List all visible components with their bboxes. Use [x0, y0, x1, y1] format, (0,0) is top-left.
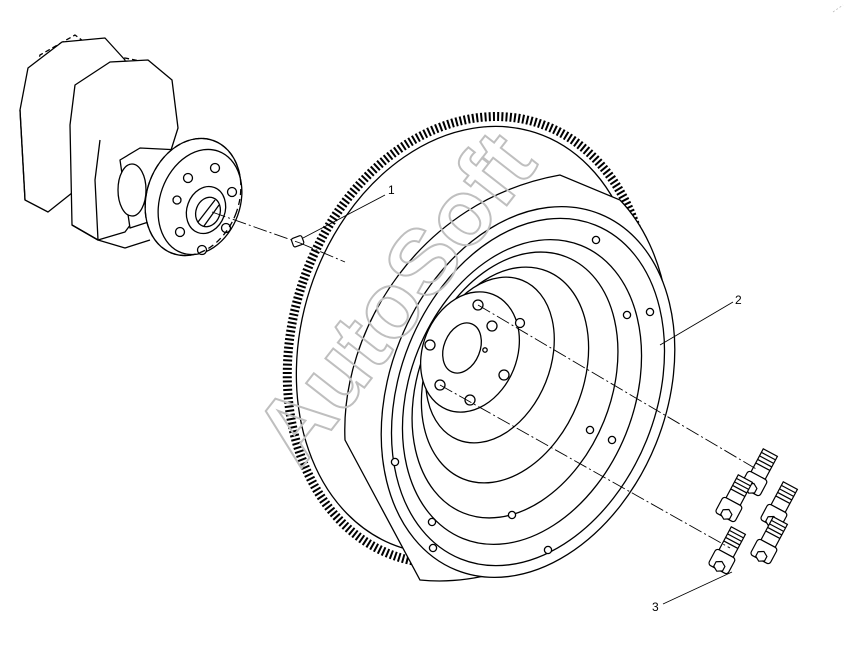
corner-mark: [832, 4, 844, 13]
bolt: [708, 526, 747, 575]
dowel-pin: [290, 235, 305, 248]
leader-lines: [302, 194, 734, 605]
callout-2: 2: [735, 293, 742, 307]
callout-3: 3: [652, 600, 659, 614]
bolt: [750, 516, 789, 565]
callout-1: 1: [388, 183, 395, 197]
bolt: [715, 474, 754, 523]
flywheel: [282, 112, 676, 582]
crankshaft: [19, 34, 243, 257]
center-lines: [211, 211, 759, 549]
flywheel-bolts: [708, 448, 799, 575]
